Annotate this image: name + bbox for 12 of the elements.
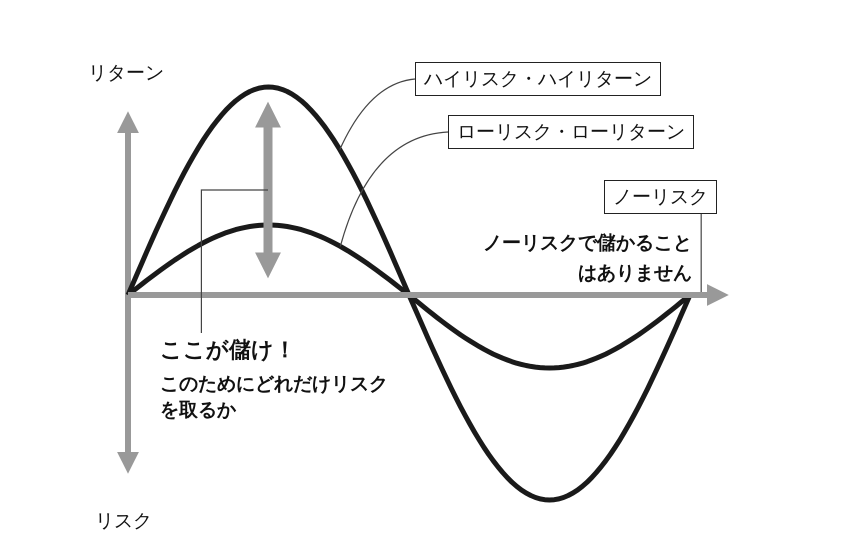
note-text: ノーリスクで儲かることはありません xyxy=(482,231,692,286)
leader-line xyxy=(200,189,268,333)
label-box: ノーリスク xyxy=(604,180,717,214)
horizontal-axis xyxy=(128,284,729,306)
axis-label: リターン xyxy=(88,61,164,86)
axis-label: リスク xyxy=(95,509,152,534)
callout-text: このためにどれだけリスクを取るか xyxy=(160,372,389,423)
label-box: ハイリスク・ハイリターン xyxy=(415,62,661,96)
leader-line xyxy=(700,214,702,292)
leader-line xyxy=(339,78,416,150)
leader-line xyxy=(340,131,448,247)
callout-heading: ここが儲け！ xyxy=(160,337,297,365)
